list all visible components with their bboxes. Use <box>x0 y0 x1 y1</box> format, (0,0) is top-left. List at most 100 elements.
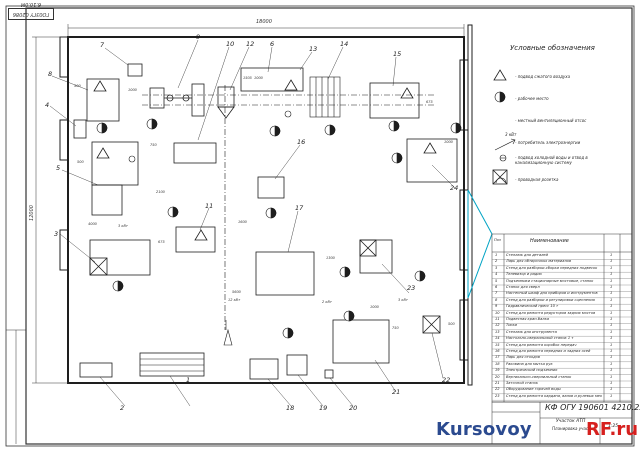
dim-label: 675 <box>158 240 165 244</box>
item-number: 15 <box>393 50 402 58</box>
table-row-name: Стеллаж для деталей <box>506 253 548 257</box>
table-row-qty: 1 <box>610 278 613 283</box>
sheet-border <box>5 5 635 447</box>
building-walls <box>59 24 473 386</box>
rack-1 <box>139 352 205 377</box>
table-row-name: Подъемники стационарные мостовые, станок <box>506 278 594 283</box>
table-row-name: Телевизор и радио <box>506 272 542 277</box>
drawing-title: Участок АТП <box>556 419 586 424</box>
item-number: 14 <box>340 40 349 48</box>
table-row-number: 21 <box>495 381 500 385</box>
power-label: 12 кВт <box>228 298 241 302</box>
table-row-name: Стенд для ремонта коробок передач <box>506 342 577 347</box>
legend-item: - проводная розетка <box>515 177 559 182</box>
item-number: 22 <box>442 376 451 384</box>
item-number: 21 <box>392 388 401 396</box>
stand-5b <box>91 184 123 216</box>
table-row-qty: 1 <box>610 310 613 315</box>
watermark-right: RF.ru <box>586 419 639 440</box>
table-col-pos: Поз <box>494 238 501 242</box>
table-row-name: Стенд для разборки-сборки передних подве… <box>506 265 598 270</box>
stand-5 <box>91 141 139 186</box>
drawing-scale: 1:25 <box>608 424 619 429</box>
table-row-qty: 1 <box>610 368 613 373</box>
table-row-number: 3 <box>495 265 498 270</box>
table-row-number: 5 <box>495 278 498 283</box>
stand-10 <box>173 142 217 164</box>
table-row-number: 23 <box>495 393 500 398</box>
table-row-name: Настенный шкаф для приборов и инструмент… <box>506 291 598 296</box>
item-number: 10 <box>226 40 235 48</box>
table-row-name: Стенд для ремонта передних и задних осей <box>506 349 591 353</box>
inner-frame <box>25 7 633 445</box>
dim-width: 18000 <box>256 19 272 25</box>
unit-20 <box>324 369 334 379</box>
stand-16 <box>257 176 285 199</box>
dim-label: 1000 <box>254 76 263 80</box>
item-number: 23 <box>407 284 416 292</box>
item-number: 16 <box>297 138 306 146</box>
table-row-lines <box>492 259 632 401</box>
item-number: 7 <box>100 41 105 49</box>
watermark-left: Kursovoy <box>436 419 532 440</box>
crane-rail <box>142 85 434 330</box>
item-number: 20 <box>349 404 358 412</box>
dim-label: 500 <box>448 322 455 326</box>
cabinet-19 <box>286 354 308 376</box>
legend-item: - рабочее место <box>515 96 549 101</box>
ventilation-icons <box>89 169 508 334</box>
table-row-name: Стенд для ремонта кардана, валов и рулев… <box>506 393 602 398</box>
drawing-subtitle: Планировка участка <box>552 426 596 431</box>
spec-table-grid <box>491 233 633 445</box>
stand-8 <box>86 78 120 122</box>
table-row-number: 15 <box>495 342 500 347</box>
equipment <box>73 63 458 380</box>
stand-11 <box>175 226 216 253</box>
power-label: 2 кВт <box>322 300 332 304</box>
table-row-number: 18 <box>495 361 500 366</box>
table-row-number: 14 <box>495 336 500 341</box>
table-row-qty: 1 <box>610 336 613 341</box>
table-row-name: Ларь для обтирочных материалов <box>506 259 572 264</box>
dim-label: 500 <box>77 160 84 164</box>
table-row-qty: 1 <box>610 291 613 296</box>
hatched-bench-14 <box>309 76 341 118</box>
legend-item: - местный вентиляционный отсос <box>515 118 587 123</box>
table-row-number: 9 <box>495 304 498 309</box>
item-number: 18 <box>286 404 295 412</box>
stand-15 <box>369 82 420 119</box>
table-row-qty: 1 <box>610 272 613 277</box>
unit-4 <box>73 119 87 139</box>
table-row-name: Электрический подъемник <box>506 368 558 373</box>
workplace-icons <box>96 91 506 339</box>
table-row-number: 7 <box>495 291 498 296</box>
item-number: 13 <box>309 45 318 53</box>
table-row-name: Настольно-сверлильный станок 1 т <box>506 336 574 341</box>
table-row-name: Станок для сверл <box>506 285 540 289</box>
table-row-qty: 1 <box>610 285 613 289</box>
item-number: 24 <box>450 184 459 192</box>
table-row-number: 11 <box>495 317 500 321</box>
sink-18 <box>249 358 279 380</box>
dimension-lines <box>32 24 465 384</box>
table-row-qty: 1 <box>610 297 613 302</box>
table-row-qty: 1 <box>610 304 613 309</box>
item-number: 17 <box>295 204 304 212</box>
table-row-qty: 1 <box>610 361 613 366</box>
pillar-12 <box>217 86 235 119</box>
table-row-qty: 1 <box>610 374 613 379</box>
table-row-number: 17 <box>495 355 500 360</box>
legend-power: 3 кВт <box>505 132 517 137</box>
table-row-qty: 1 <box>610 393 613 398</box>
power-label: 3 кВт <box>398 298 408 302</box>
stand-6 <box>240 67 304 92</box>
dim-label: 4000 <box>88 222 97 226</box>
dim-label: 750 <box>392 326 399 330</box>
power-label: 3 кВт <box>118 224 128 228</box>
table-row-number: 8 <box>495 297 498 302</box>
document-code: КФ ОГУ 190601 4210.22 <box>545 403 640 412</box>
dim-label: 750 <box>150 143 157 147</box>
dim-label: 5600 <box>232 290 241 294</box>
table-row-qty: 1 <box>610 317 613 321</box>
